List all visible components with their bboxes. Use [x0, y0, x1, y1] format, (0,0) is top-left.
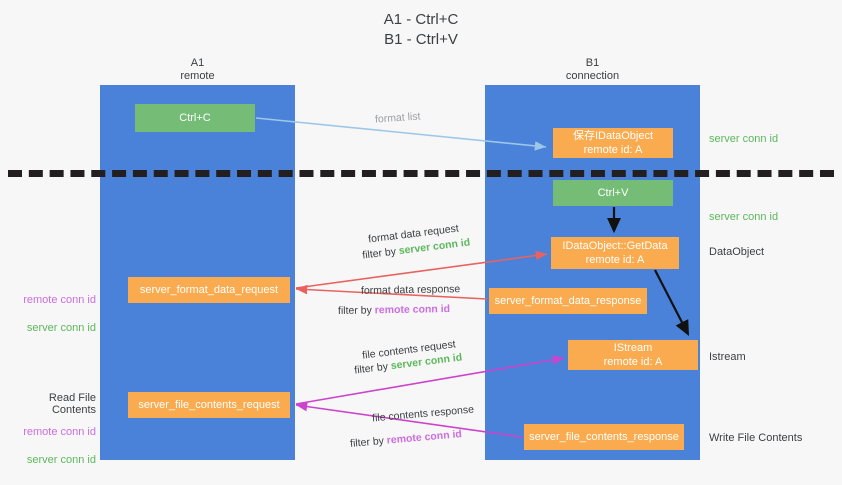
label-remote-conn-id-bottom: remote conn id	[23, 426, 96, 438]
phase-divider	[8, 170, 834, 177]
label-server-conn-id-left-bottom: server conn id	[26, 454, 96, 466]
label-istream: Istream	[709, 351, 746, 363]
node-idataobject-getdata[interactable]: IDataObject::GetData remote id: A	[551, 237, 679, 269]
label-remote-conn-id-top: remote conn id	[23, 294, 96, 306]
label-read-file-contents: Read File Contents	[48, 392, 96, 416]
label-dataobject: DataObject	[709, 246, 765, 258]
lane-a1-header: A1 remote	[180, 57, 215, 82]
filter-key-remote-conn-id-2: remote conn id	[386, 428, 463, 447]
filter-lead-3: filter by	[353, 360, 392, 377]
edge-label-format-data-response: format data response	[360, 283, 461, 297]
filter-lead-1: filter by	[361, 245, 400, 262]
node-server-file-contents-request[interactable]: server_file_contents_request	[128, 392, 290, 418]
node-server-format-data-request[interactable]: server_format_data_request	[128, 277, 290, 303]
edge-label-format-list: format list	[374, 110, 421, 126]
filter-lead-2: filter by	[337, 304, 375, 317]
page-title: A1 - Ctrl+C B1 - Ctrl+V	[383, 11, 459, 48]
node-ctrl-c[interactable]: Ctrl+C	[135, 104, 255, 132]
edge-label-format-data-response-filter: filter by remote conn id	[338, 303, 450, 318]
node-istream[interactable]: IStream remote id: A	[568, 340, 698, 370]
label-conn-id-pair-bottom: remote conn id server conn id	[8, 411, 96, 467]
label-server-conn-id-left-top: server conn id	[26, 322, 96, 334]
lane-b1-header: B1 connection	[565, 57, 620, 82]
node-server-file-contents-response[interactable]: server_file_contents_response	[524, 424, 684, 450]
edge-label-file-contents-response-filter: filter by remote conn id	[350, 428, 463, 451]
label-server-conn-id-top: server conn id	[709, 133, 779, 145]
filter-lead-4: filter by	[349, 434, 388, 450]
node-save-idataobject[interactable]: 保存IDataObject remote id: A	[553, 128, 673, 158]
label-write-file-contents: Write File Contents	[709, 432, 803, 444]
node-server-format-data-response[interactable]: server_format_data_response	[489, 288, 647, 314]
filter-key-remote-conn-id-1: remote conn id	[374, 303, 451, 317]
label-conn-id-pair-top: remote conn id server conn id	[8, 279, 96, 335]
label-server-conn-id-mid: server conn id	[709, 211, 779, 223]
node-ctrl-v[interactable]: Ctrl+V	[553, 180, 673, 206]
edge-label-file-contents-response: file contents response	[371, 403, 475, 425]
